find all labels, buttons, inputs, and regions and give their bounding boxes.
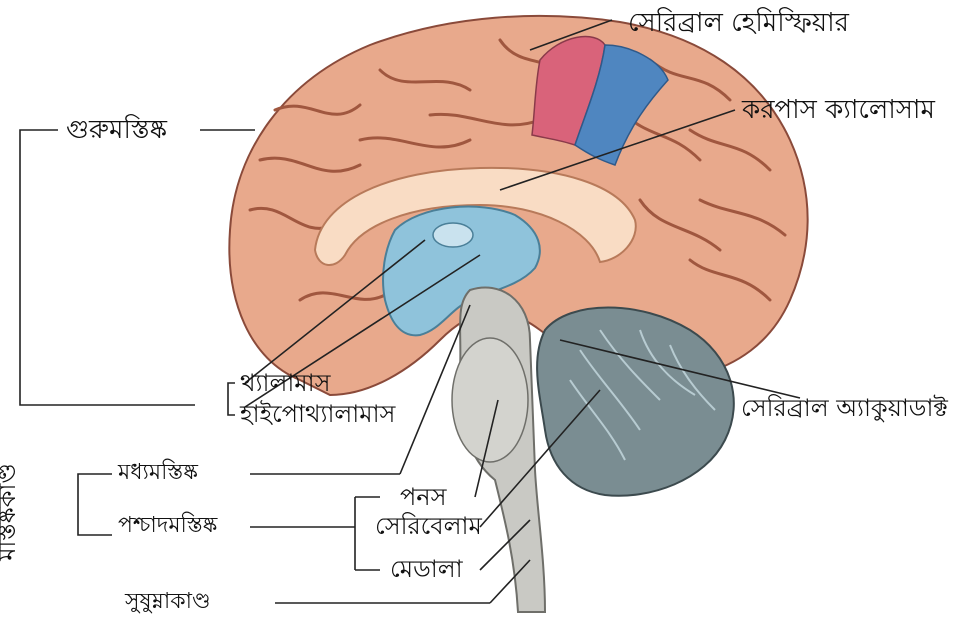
label-hypothalamus: হাইপোথ্যালামাস xyxy=(240,402,395,426)
label-corpus-callosum: করপাস ক্যালোসাম xyxy=(742,97,935,123)
label-thalamus: থ্যালামাস xyxy=(240,371,330,395)
label-cerebral-aqueduct: সেরিব্রাল অ্যাকুয়াডাক্ট xyxy=(741,396,948,420)
thalamus-mass xyxy=(433,223,473,247)
label-pons: পনস xyxy=(400,485,446,509)
label-cerebral-hemisphere: সেরিব্রাল হেমিস্ফিয়ার xyxy=(628,10,849,36)
label-medulla: মেডালা xyxy=(390,557,463,581)
label-midbrain: মধ্যমস্তিষ্ক xyxy=(118,462,198,484)
label-forebrain: অগ্রমস্তিষ্ক xyxy=(0,232,11,324)
label-cerebellum: সেরিবেলাম xyxy=(375,514,482,538)
label-brainstem: মস্তিষ্ককাণ্ড xyxy=(0,463,29,561)
pons-bulge xyxy=(452,338,528,462)
label-spinal-cord: সুষুম্নাকাণ্ড xyxy=(125,591,211,613)
label-hindbrain: পশ্চাদমস্তিষ্ক xyxy=(118,515,217,537)
label-cerebrum: গুরুমস্তিষ্ক xyxy=(66,117,167,143)
